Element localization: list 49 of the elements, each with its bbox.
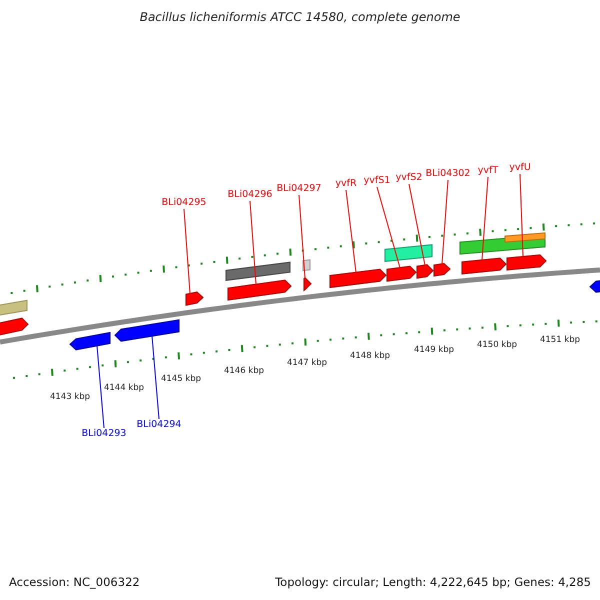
- gene-label: yvfS1: [364, 175, 390, 187]
- leader-line: [442, 180, 448, 265]
- tick-label: 4143 kbp: [50, 391, 90, 403]
- gene-label: BLi04294: [136, 419, 182, 431]
- leader-line: [152, 335, 160, 420]
- gene-label: yvfR: [335, 178, 357, 190]
- gene-label: BLi04295: [162, 197, 206, 209]
- gene-feature: [69, 332, 110, 350]
- gene-feature: [114, 319, 180, 342]
- leader-line: [96, 345, 104, 428]
- tick-label: 4147 kbp: [286, 357, 328, 369]
- accession-text: Accession: NC_006322: [9, 576, 140, 588]
- title: Bacillus licheniformis ATCC 14580, complete genome: [140, 11, 460, 23]
- gene-feature: [416, 264, 434, 279]
- gene-feature: [504, 232, 546, 243]
- gene-feature: [0, 318, 29, 337]
- gene-feature: [384, 244, 432, 262]
- gene-label: BLi04293: [82, 428, 126, 440]
- gene-label: BLi04297: [276, 183, 322, 195]
- tick-label: 4150 kbp: [476, 339, 518, 351]
- gene-label: yvfT: [478, 165, 498, 177]
- gene-label: yvfS2: [396, 172, 422, 184]
- tick-label: 4146 kbp: [224, 365, 264, 377]
- leader-line: [520, 174, 524, 258]
- leader-line: [482, 176, 488, 261]
- leader-line: [298, 194, 306, 279]
- tick-label: 4144 kbp: [104, 382, 144, 394]
- gene-label: BLi04296: [228, 189, 272, 201]
- gene-feature: [0, 300, 28, 316]
- gene-feature: [226, 262, 290, 281]
- gene-feature: [589, 280, 600, 293]
- gene-feature: [462, 258, 507, 274]
- leader-line: [184, 208, 190, 294]
- tick-label: 4145 kbp: [160, 373, 202, 385]
- tick-label: 4148 kbp: [350, 350, 390, 362]
- gene-feature: [386, 266, 417, 282]
- gene-feature: [434, 262, 451, 277]
- leader-line: [346, 190, 356, 274]
- leader-line: [408, 184, 426, 266]
- gene-label: BLi04302: [426, 168, 470, 180]
- leader-line: [376, 186, 400, 268]
- gene-feature: [186, 291, 204, 306]
- tick-label: 4149 kbp: [414, 344, 454, 356]
- gene-feature: [228, 280, 292, 301]
- leader-line: [250, 200, 256, 285]
- gene-label: yvfU: [509, 162, 531, 174]
- tick-label: 4151 kbp: [540, 334, 580, 346]
- genome-info-text: Topology: circular; Length: 4,222,645 bp; Genes: 4,285: [275, 576, 591, 588]
- gene-feature: [304, 277, 312, 292]
